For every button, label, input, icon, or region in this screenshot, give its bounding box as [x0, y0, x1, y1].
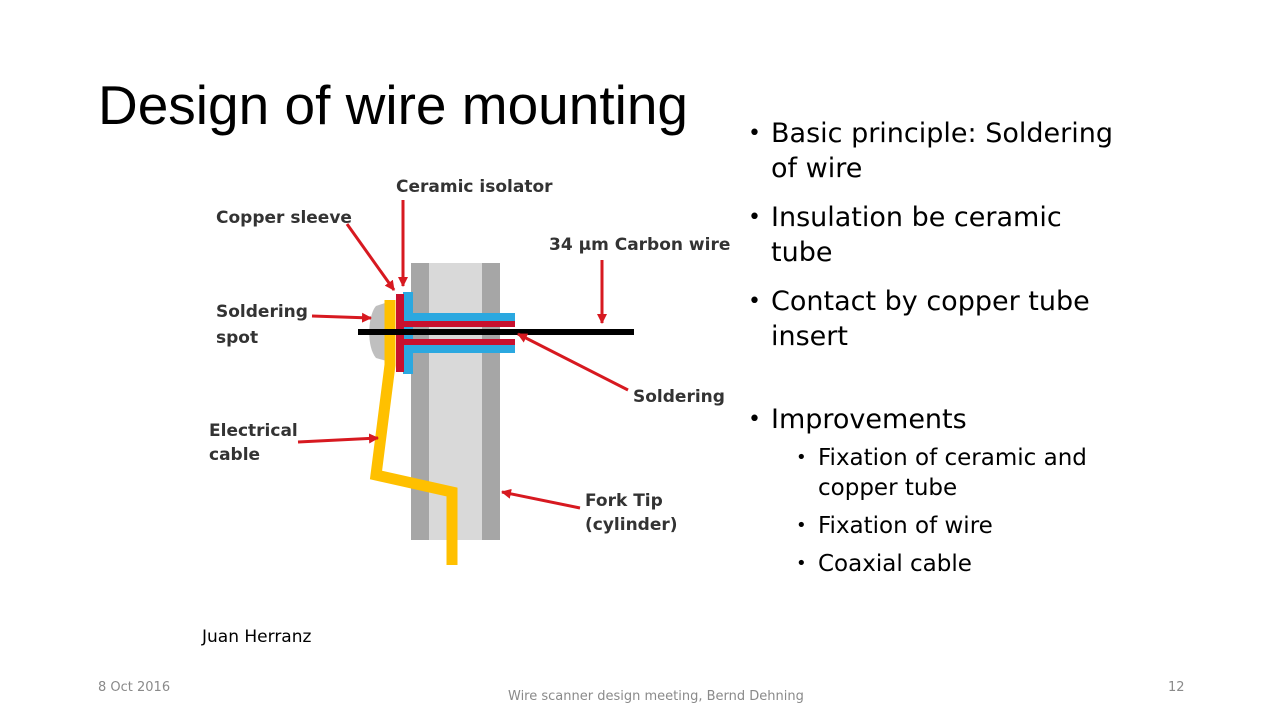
label-soldering-spot-line1: Soldering — [216, 302, 308, 322]
bullet-spacer — [748, 368, 1128, 402]
sub-bullet-coaxial-cable: Coaxial cable — [796, 549, 1128, 579]
label-electrical-cable-line1: Electrical — [209, 421, 298, 441]
sub-bullet-fixation-wire: Fixation of wire — [796, 511, 1128, 541]
bullet-list: Basic principle: Soldering of wire Insul… — [748, 116, 1128, 587]
label-fork-tip-line2: (cylinder) — [585, 515, 678, 535]
label-soldering-spot-line2: spot — [216, 328, 258, 348]
sub-bullet-fixation-ceramic: Fixation of ceramic and copper tube — [796, 443, 1128, 503]
footer-meeting: Wire scanner design meeting, Bernd Dehni… — [508, 689, 804, 704]
label-ceramic-isolator: Ceramic isolator — [396, 177, 553, 197]
carbon-wire-shape — [358, 329, 634, 335]
bullet-contact: Contact by copper tube insert — [748, 284, 1128, 354]
bullet-insulation: Insulation be ceramic tube — [748, 200, 1128, 270]
label-electrical-cable-line2: cable — [209, 445, 260, 465]
footer-date: 8 Oct 2016 — [98, 680, 171, 695]
pointer-arrows — [297, 200, 629, 510]
footer-page-number: 12 — [1168, 680, 1185, 695]
bullet-basic-principle: Basic principle: Soldering of wire — [748, 116, 1128, 186]
label-fork-tip-line1: Fork Tip — [585, 491, 663, 511]
image-credit: Juan Herranz — [202, 627, 312, 647]
electrical-cable-shape — [369, 300, 458, 565]
label-carbon-wire: 34 µm Carbon wire — [549, 235, 730, 255]
label-soldering: Soldering — [633, 387, 725, 407]
label-copper-sleeve: Copper sleeve — [216, 208, 352, 228]
slide-title: Design of wire mounting — [98, 74, 689, 136]
wire-mounting-diagram: Ceramic isolator Copper sleeve 34 µm Car… — [209, 177, 730, 565]
bullet-improvements: Improvements — [748, 402, 1128, 437]
